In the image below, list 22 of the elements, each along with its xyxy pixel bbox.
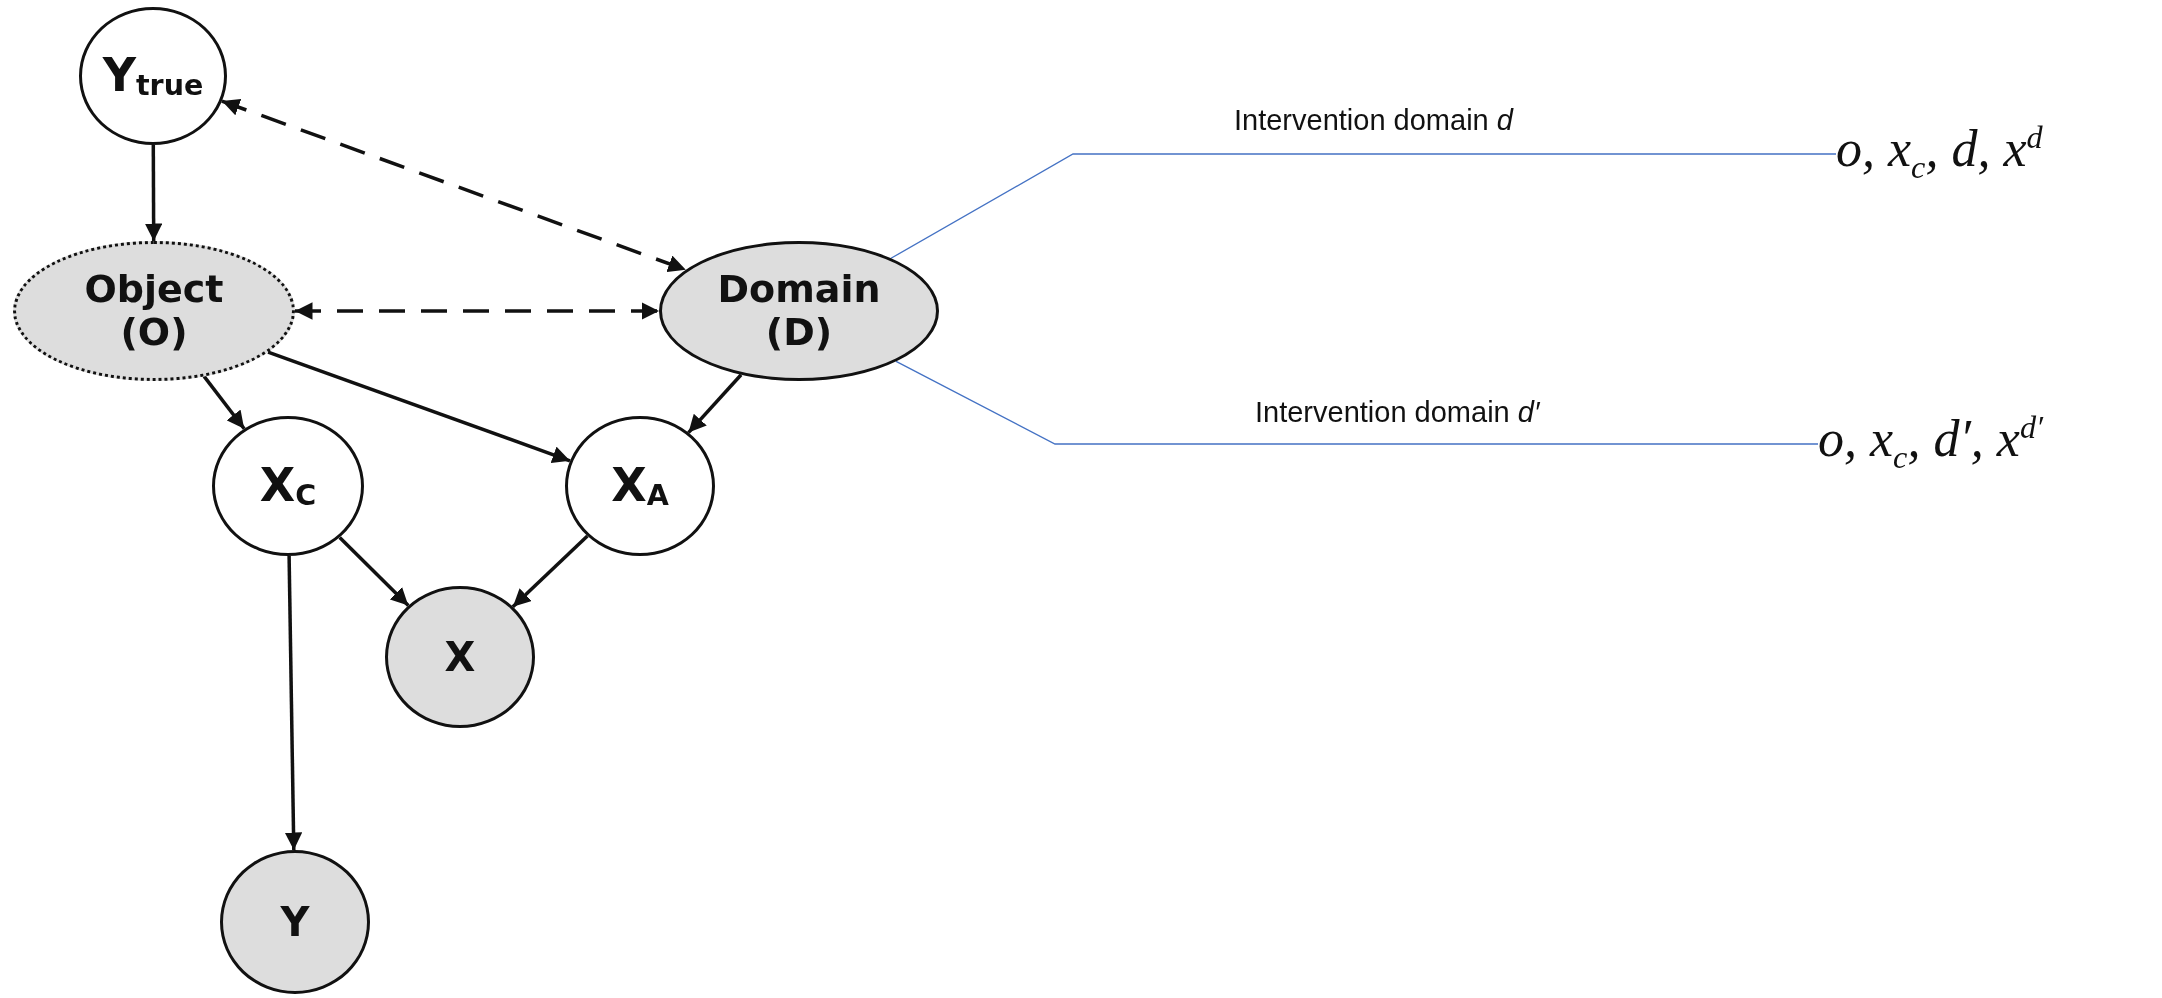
node-label: X$_{C}$ xyxy=(259,459,317,513)
edge-label: Intervention domain d xyxy=(1234,104,1513,137)
arrow xyxy=(511,534,589,608)
arrow xyxy=(144,145,163,241)
node-label: Y$_{true}$ xyxy=(102,49,204,103)
math-expression: o, x$_{c}$, d, x$^{d}$ xyxy=(1836,118,2043,187)
node-label: Domain (D) xyxy=(716,268,882,354)
arrow xyxy=(338,536,410,607)
dashed-arrow xyxy=(221,98,687,273)
arrow xyxy=(202,375,246,430)
arrow xyxy=(267,350,571,464)
math-expression: o, x$_{c}$, d′, x$^{d′}$ xyxy=(1818,408,2044,477)
connector-line xyxy=(890,153,1837,259)
dashed-arrow xyxy=(295,302,659,320)
node-label: X xyxy=(444,634,476,680)
edge-label: Intervention domain d′ xyxy=(1255,396,1540,429)
arrow xyxy=(284,555,303,851)
node-label: Y xyxy=(280,899,310,945)
arrow xyxy=(687,373,743,434)
node-label: Object (O) xyxy=(83,268,225,354)
connector-line xyxy=(895,360,1819,445)
node-label: X$_{A}$ xyxy=(611,459,669,513)
